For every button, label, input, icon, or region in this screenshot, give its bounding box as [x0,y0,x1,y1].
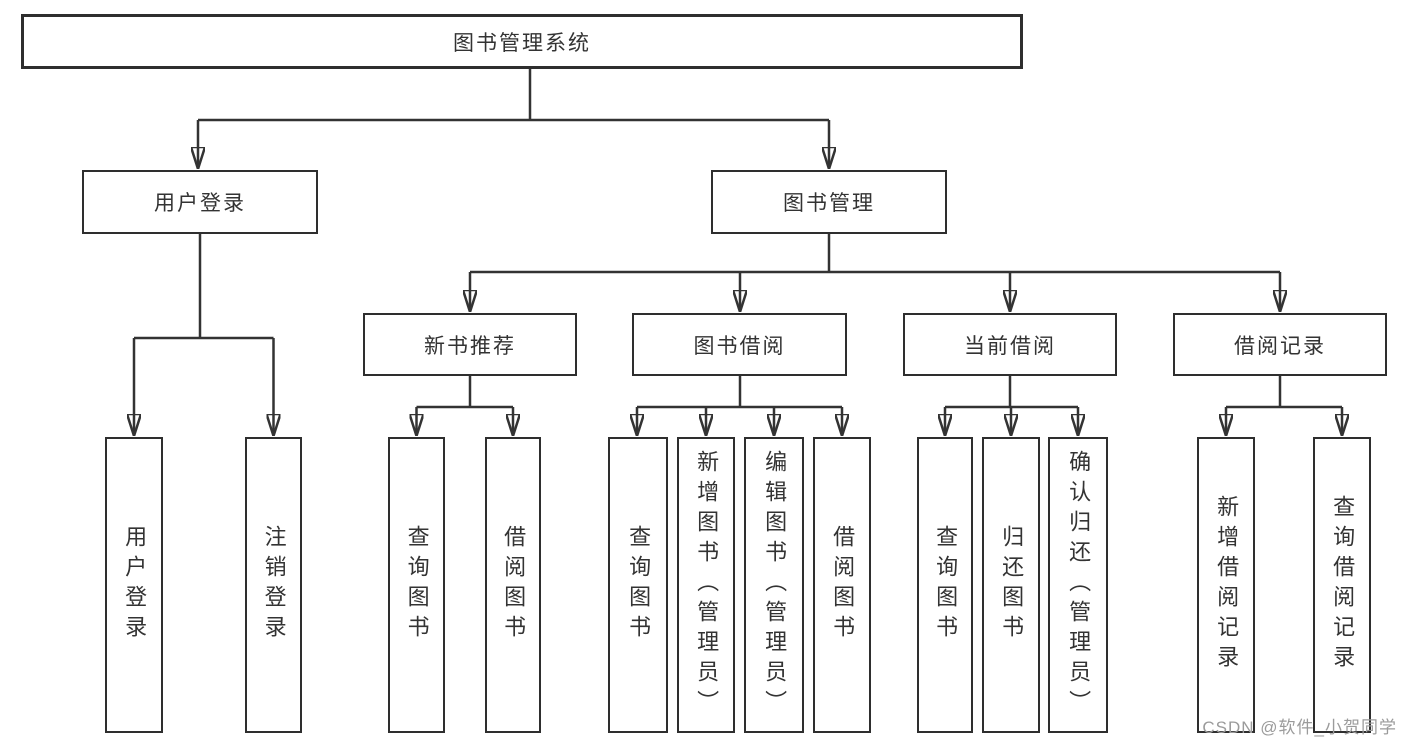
node-book-borrow: 图书借阅 [632,313,847,376]
node-current-borrow-label: 当前借阅 [964,334,1056,358]
csdn-watermark: CSDN @软件_小贺同学 [1202,718,1397,737]
node-book-management: 图书管理 [711,170,947,234]
node-current-borrow: 当前借阅 [903,313,1117,376]
node-leaf-confirm-return-admin-label: 确认归还（管理员） [1066,450,1092,720]
node-leaf-edit-books-admin-label: 编辑图书（管理员） [762,450,788,720]
node-leaf-user-login: 用户登录 [105,437,163,733]
node-leaf-user-login-label: 用户登录 [122,525,148,645]
node-new-book-recommend-label: 新书推荐 [424,334,516,358]
node-leaf-add-borrow-record-label: 新增借阅记录 [1214,495,1240,675]
node-borrow-records: 借阅记录 [1173,313,1387,376]
node-leaf-query-books-current: 查询图书 [917,437,973,733]
node-user-login-label: 用户登录 [154,192,246,215]
node-leaf-add-borrow-record: 新增借阅记录 [1197,437,1255,733]
node-leaf-return-books: 归还图书 [982,437,1040,733]
node-root-label: 图书管理系统 [453,31,591,55]
node-leaf-return-books-label: 归还图书 [999,525,1025,645]
node-leaf-query-borrow-record-label: 查询借阅记录 [1330,495,1356,675]
node-borrow-records-label: 借阅记录 [1234,334,1326,358]
node-leaf-add-books-admin: 新增图书（管理员） [677,437,735,733]
node-user-login: 用户登录 [82,170,318,234]
node-leaf-edit-books-admin: 编辑图书（管理员） [744,437,804,733]
node-leaf-borrow-books-borrow: 借阅图书 [813,437,871,733]
node-leaf-logout-label: 注销登录 [261,525,287,645]
node-leaf-confirm-return-admin: 确认归还（管理员） [1048,437,1108,733]
node-leaf-add-books-admin-label: 新增图书（管理员） [694,450,720,720]
node-leaf-query-books-current-label: 查询图书 [933,525,959,645]
node-leaf-logout: 注销登录 [245,437,302,733]
node-leaf-borrow-books-recommend-label: 借阅图书 [501,525,527,645]
node-root: 图书管理系统 [21,14,1023,69]
node-leaf-query-books-recommend-label: 查询图书 [404,525,430,645]
node-book-borrow-label: 图书借阅 [693,334,786,358]
node-leaf-borrow-books-recommend: 借阅图书 [485,437,541,733]
node-book-management-label: 图书管理 [783,192,875,215]
node-leaf-query-borrow-record: 查询借阅记录 [1313,437,1371,733]
node-leaf-query-books-borrow-label: 查询图书 [626,525,652,645]
node-leaf-query-books-borrow: 查询图书 [608,437,668,733]
node-new-book-recommend: 新书推荐 [363,313,577,376]
node-leaf-borrow-books-borrow-label: 借阅图书 [830,525,856,645]
node-leaf-query-books-recommend: 查询图书 [388,437,445,733]
